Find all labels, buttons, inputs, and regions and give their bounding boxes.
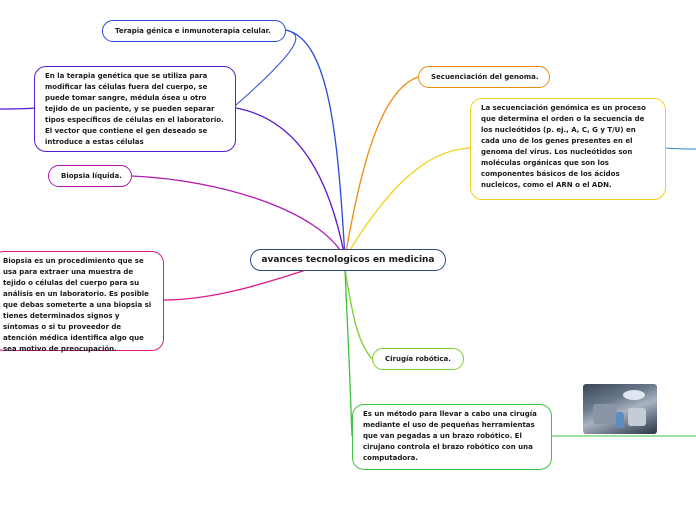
link-secuenciacion-out xyxy=(666,148,696,149)
topic-terapia[interactable]: Terapia génica e inmunoterapia celular. xyxy=(102,20,286,42)
central-topic[interactable]: avances tecnologicos en medicina xyxy=(250,249,446,271)
robotic-surgery-photo-icon[interactable] xyxy=(583,384,657,434)
topic-biopsia[interactable]: Biopsia líquida. xyxy=(48,165,132,187)
robot-arm-shape xyxy=(593,404,617,424)
topic-secuenciacion-label: Secuenciación del genoma. xyxy=(431,73,539,81)
link-secuenciacion xyxy=(345,77,418,258)
topic-cirugia-label: Cirugía robótica. xyxy=(385,355,451,363)
topic-secuenciacion[interactable]: Secuenciación del genoma. xyxy=(418,66,550,88)
link-terapia xyxy=(286,30,345,258)
surgeon-figure-shape xyxy=(616,412,624,428)
link-biopsia xyxy=(132,176,345,258)
robot-console-shape xyxy=(628,408,646,426)
topic-cirugia-description-text: Es un método para llevar a cabo una ciru… xyxy=(363,410,537,462)
topic-cirugia[interactable]: Cirugía robótica. xyxy=(372,348,464,370)
link-purple xyxy=(236,108,345,258)
topic-terapia-description[interactable]: En la terapia genética que se utiliza pa… xyxy=(34,66,236,152)
surgical-lamp-shape xyxy=(623,390,645,400)
central-topic-label: avances tecnologicos en medicina xyxy=(261,255,434,265)
topic-terapia-label: Terapia génica e inmunoterapia celular. xyxy=(115,27,271,35)
link-secuenciacion-desc xyxy=(345,148,470,258)
topic-biopsia-label: Biopsia líquida. xyxy=(61,172,122,180)
topic-biopsia-description-text: Biopsia es un procedimiento que se usa p… xyxy=(3,257,151,353)
topic-secuenciacion-description[interactable]: La secuenciación genómica es un proceso … xyxy=(470,98,666,200)
topic-cirugia-description[interactable]: Es un método para llevar a cabo una ciru… xyxy=(352,404,552,470)
link-cirugia xyxy=(345,270,372,359)
link-cirugia-desc xyxy=(345,270,352,436)
link-purple-out xyxy=(0,108,36,109)
topic-terapia-description-text: En la terapia genética que se utiliza pa… xyxy=(45,72,224,146)
topic-secuenciacion-description-text: La secuenciación genómica es un proceso … xyxy=(481,104,646,189)
topic-biopsia-description[interactable]: Biopsia es un procedimiento que se usa p… xyxy=(0,251,164,351)
